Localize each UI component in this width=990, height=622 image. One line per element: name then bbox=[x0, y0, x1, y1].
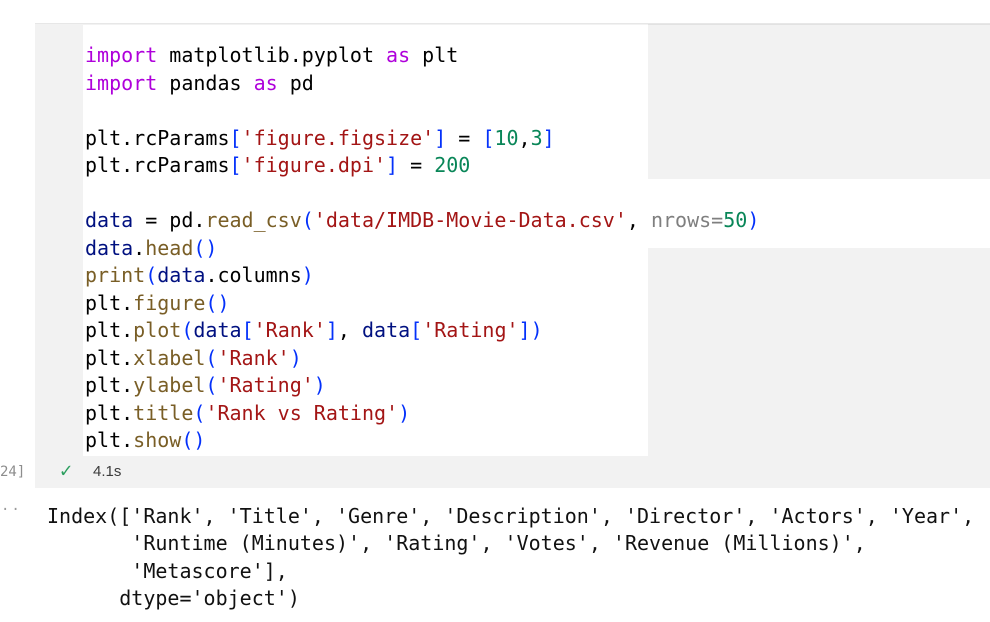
code-token: xlabel bbox=[133, 345, 206, 370]
code-token: () bbox=[193, 235, 218, 260]
code-token: ) bbox=[301, 263, 314, 287]
code-token: = pd. bbox=[133, 208, 206, 232]
code-token: ] bbox=[434, 125, 447, 150]
code-token: ( bbox=[145, 263, 158, 287]
code-token: 'data/IMDB-Movie-Data.csv' bbox=[313, 208, 627, 232]
code-token: plt.rcParams bbox=[85, 125, 230, 150]
code-token: 'figure.dpi' bbox=[241, 153, 387, 177]
cell-output-text: Index(['Rank', 'Title', 'Genre', 'Descri… bbox=[47, 504, 975, 611]
code-line[interactable] bbox=[85, 97, 759, 125]
code-token: ] bbox=[542, 125, 555, 150]
code-line[interactable]: plt.title('Rank vs Rating') bbox=[85, 400, 759, 428]
code-token: figure bbox=[133, 290, 206, 315]
code-token: [ bbox=[410, 318, 423, 342]
code-token: [ bbox=[241, 318, 254, 342]
code-line[interactable]: import pandas as pd bbox=[85, 70, 759, 98]
code-token: ] bbox=[386, 153, 399, 177]
code-token: plt. bbox=[85, 290, 134, 315]
code-line[interactable]: print(data.columns) bbox=[85, 262, 759, 290]
notebook-cell bbox=[35, 23, 990, 488]
code-token: as bbox=[253, 70, 278, 95]
code-token: 3 bbox=[530, 125, 543, 150]
execution-duration: 4.1s bbox=[93, 463, 122, 480]
code-token: data bbox=[85, 208, 134, 232]
code-token: title bbox=[133, 400, 194, 425]
code-token: read_csv bbox=[205, 208, 302, 232]
code-token: plt bbox=[410, 43, 459, 67]
code-line[interactable]: import matplotlib.pyplot as plt bbox=[85, 42, 759, 70]
code-token: ) bbox=[289, 345, 302, 370]
code-token: ] bbox=[325, 318, 338, 342]
code-token: ) bbox=[398, 400, 411, 425]
code-token: pd bbox=[277, 70, 314, 95]
code-token: [ bbox=[229, 125, 242, 150]
code-line[interactable]: plt.show() bbox=[85, 427, 759, 455]
code-token: data bbox=[362, 318, 411, 342]
code-token: 50 bbox=[723, 208, 748, 232]
code-editor-surface-wide-band[interactable] bbox=[83, 178, 990, 248]
execution-success-icon: ✓ bbox=[60, 458, 73, 482]
code-line[interactable]: plt.ylabel('Rating') bbox=[85, 372, 759, 400]
code-token: head bbox=[145, 235, 194, 260]
code-token: () bbox=[181, 428, 206, 452]
execution-count: 24] bbox=[0, 464, 26, 480]
code-token: ]) bbox=[518, 318, 543, 342]
code-token: data bbox=[157, 263, 206, 287]
code-token: ) bbox=[313, 373, 326, 397]
code-token: ( bbox=[205, 345, 218, 370]
code-token: pandas bbox=[157, 70, 254, 95]
code-line[interactable]: plt.xlabel('Rank') bbox=[85, 345, 759, 373]
code-token: plt. bbox=[85, 428, 134, 452]
code-token: as bbox=[386, 43, 411, 67]
code-token: plt. bbox=[85, 318, 134, 342]
editor-background-panel bbox=[648, 24, 990, 179]
code-line[interactable]: data.head() bbox=[85, 235, 759, 263]
code-token: plt. bbox=[85, 345, 134, 370]
code-token: data bbox=[193, 318, 242, 342]
code-token: 'Rank' bbox=[217, 345, 290, 370]
code-token: ( bbox=[193, 400, 206, 425]
code-token: plt. bbox=[85, 373, 134, 397]
code-token: ( bbox=[301, 208, 314, 232]
code-token: ) bbox=[747, 208, 760, 232]
code-token: [ bbox=[229, 153, 242, 177]
code-token: 'figure.figsize' bbox=[241, 125, 435, 150]
code-token: [ bbox=[482, 125, 495, 150]
code-token: ylabel bbox=[133, 373, 206, 397]
code-token: import bbox=[85, 70, 158, 95]
output-overflow-icon[interactable]: ·· bbox=[1, 502, 22, 518]
code-token: ( bbox=[205, 373, 218, 397]
code-token: data bbox=[85, 235, 134, 260]
code-token: show bbox=[133, 428, 182, 452]
code-token: 'Rating' bbox=[422, 318, 519, 342]
code-token: () bbox=[205, 290, 230, 315]
code-token: 200 bbox=[434, 153, 471, 177]
code-token: import bbox=[85, 43, 158, 67]
code-token: ( bbox=[181, 318, 194, 342]
code-token: plt. bbox=[85, 400, 134, 425]
code-line[interactable]: plt.figure() bbox=[85, 290, 759, 318]
code-token: , bbox=[518, 125, 531, 150]
code-token: = bbox=[398, 153, 435, 177]
code-token: 'Rank' bbox=[253, 318, 326, 342]
code-token: nrows= bbox=[650, 208, 724, 232]
code-token: plt.rcParams bbox=[85, 153, 230, 177]
code-token: . bbox=[133, 235, 146, 260]
code-line[interactable]: plt.rcParams['figure.dpi'] = 200 bbox=[85, 152, 759, 180]
code-token: 10 bbox=[494, 125, 519, 150]
code-token: = bbox=[446, 125, 483, 150]
code-token: 'Rank vs Rating' bbox=[205, 400, 399, 425]
code-token: , bbox=[626, 208, 651, 232]
code-line[interactable]: plt.rcParams['figure.figsize'] = [10,3] bbox=[85, 125, 759, 153]
code-line[interactable]: plt.plot(data['Rank'], data['Rating']) bbox=[85, 317, 759, 345]
code-token: matplotlib.pyplot bbox=[157, 43, 387, 67]
code-token: print bbox=[85, 263, 146, 287]
code-token: 'Rating' bbox=[217, 373, 314, 397]
code-line[interactable] bbox=[85, 180, 759, 208]
code-line[interactable]: data = pd.read_csv('data/IMDB-Movie-Data… bbox=[85, 207, 759, 235]
code-token: plot bbox=[133, 318, 182, 342]
code-token: .columns bbox=[205, 263, 302, 287]
code-token: , bbox=[337, 318, 362, 342]
